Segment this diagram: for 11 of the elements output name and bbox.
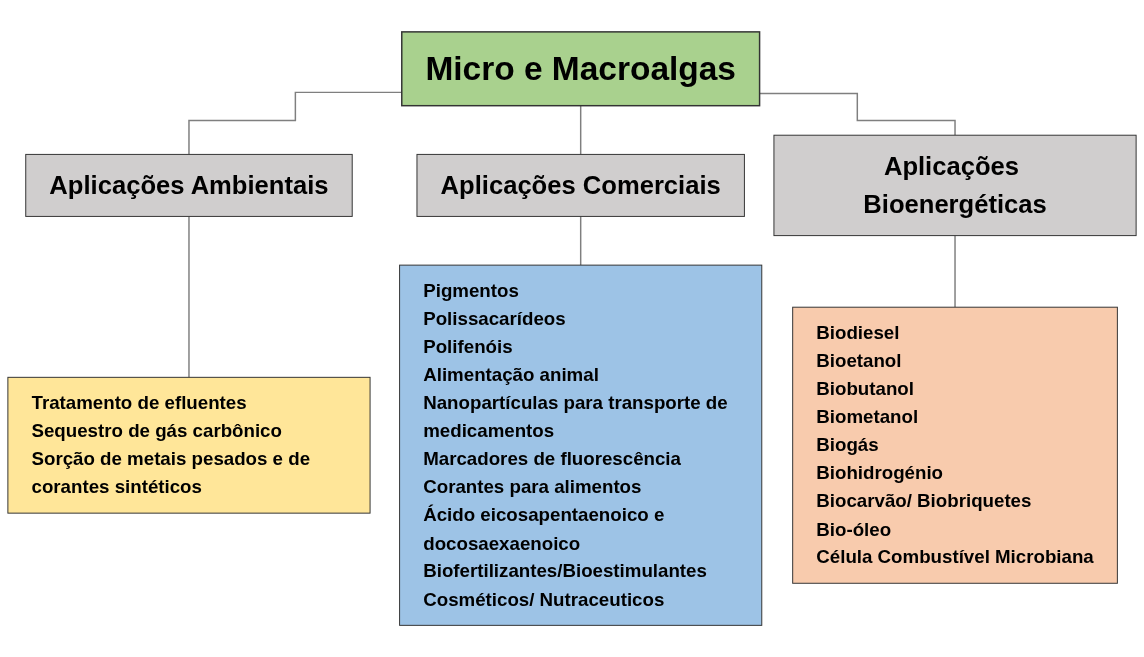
- connector: [579, 215, 582, 266]
- connector: [954, 234, 956, 308]
- node-box: Aplicações Ambientais: [25, 153, 353, 217]
- node-box: Biodiesel Bioetanol Biobutanol Biometanol Biogás Biohidrogénio Biocarvão/ Biobriquetes Bio-óleo Célula Combustível Microbiana: [792, 306, 1118, 584]
- connector: [579, 104, 582, 156]
- node-box: Tratamento de efluentes Sequestro de gás carbônico Sorção de metais pesados e de corantes sintéticos: [7, 376, 371, 514]
- node-box: Aplicações Comerciais: [416, 153, 745, 217]
- node-box: Pigmentos Polissacarídeos Polifenóis Alimentação animal Nanopartículas para transporte de medicamentos Marcadores de fluorescência Corantes para alimentos Ácido eicosapentaenoico e docosaexaenoico Biofertilizantes/Bioestimulantes Cosméticos/ Nutraceuticos: [399, 264, 763, 626]
- node-box: Aplicações Bioenergéticas: [773, 134, 1137, 236]
- node-box: Micro e Macroalgas: [401, 31, 761, 107]
- connector: [188, 215, 190, 378]
